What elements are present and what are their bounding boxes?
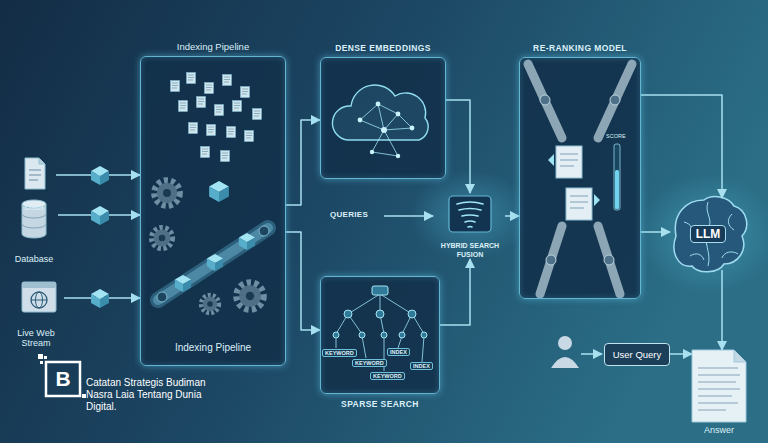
connector-arrow — [641, 95, 722, 198]
source-web-stream: Live Web Stream — [8, 278, 64, 348]
connector-arrow — [721, 270, 723, 350]
score-label: SCORE — [606, 133, 626, 139]
node-text: Indexing Pipeline — [121, 41, 305, 52]
node-text: User Query — [613, 349, 662, 360]
llm-brain: LLM — [670, 198, 746, 270]
keyword-tag: KEYWORD — [370, 372, 405, 380]
node-text: DENSE EMBEDDINGS — [297, 43, 469, 53]
user-query-box: User Query — [604, 343, 670, 366]
query-arrow — [384, 215, 433, 217]
connector-arrow — [641, 231, 670, 233]
dense-panel: DENSE EMBEDDINGS — [320, 57, 446, 179]
node-text: LLM — [690, 225, 727, 243]
node-text: Data — [6, 202, 62, 212]
source-database: Database — [10, 196, 58, 264]
connector-arrow — [286, 232, 320, 330]
node-text: Database — [4, 254, 64, 264]
connector-arrow — [286, 120, 320, 205]
reranking-panel: RE-RANKING MODEL — [519, 57, 641, 299]
node-text: Indexing Pipeline — [141, 342, 285, 353]
keyword-tag: KEYWORD — [322, 349, 357, 357]
keyword-tag: KEYWORD — [352, 359, 387, 367]
node-text: HYBRID SEARCH FUSION — [435, 241, 505, 259]
connector-arrow — [670, 353, 692, 355]
connector-arrow — [505, 215, 519, 217]
node-text: RE-RANKING MODEL — [496, 43, 664, 53]
node-text: Answer — [682, 425, 756, 435]
indexing-panel: Indexing PipelineIndexing Pipeline — [140, 56, 286, 366]
index-tag: INDEX — [410, 362, 433, 370]
node-text: Live Web Stream — [8, 328, 64, 348]
source-data: Data — [12, 156, 56, 212]
connector-arrow — [446, 100, 470, 193]
logo-caption: Catatan Strategis Budiman Nasra Laia Ten… — [86, 377, 224, 413]
logo-letter: B — [47, 363, 79, 395]
queries-label: QUERIES — [330, 210, 368, 219]
node-text: SPARSE SEARCH — [297, 399, 463, 409]
user-arrow — [581, 353, 602, 355]
fusion-node: HYBRID SEARCH FUSION — [435, 193, 505, 259]
answer-document: Answer — [692, 350, 746, 422]
connector-arrow — [440, 259, 470, 325]
index-tag: INDEX — [387, 348, 410, 356]
